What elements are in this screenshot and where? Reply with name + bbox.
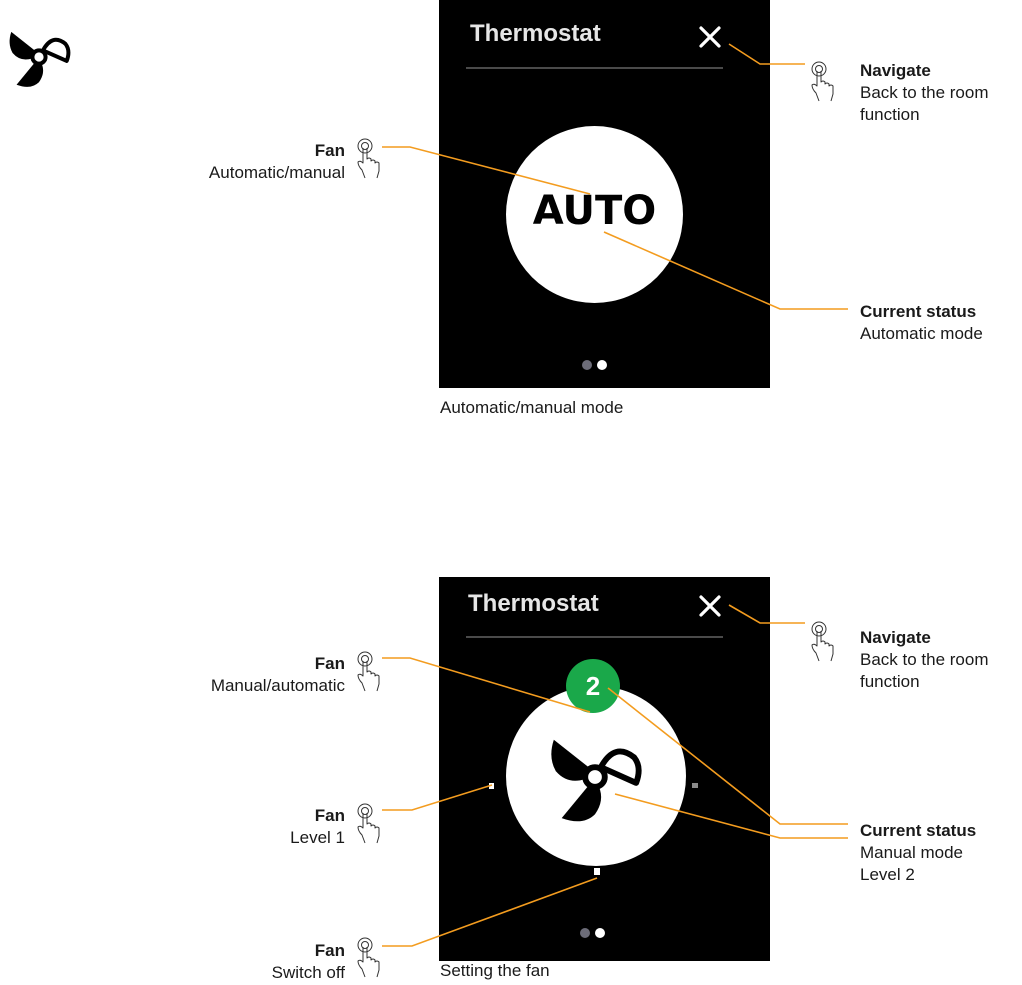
figure-caption: Setting the fan <box>440 961 550 980</box>
callout-fan-level: Fan Level 1 <box>290 806 345 847</box>
screen-title: Thermostat <box>468 590 599 617</box>
tap-hand-icon <box>357 651 380 692</box>
title-divider <box>466 636 723 638</box>
fan-mode-button[interactable] <box>506 686 686 866</box>
fan-icon <box>9 31 71 87</box>
tap-hand-icon <box>811 61 834 102</box>
fan-level-badge: 2 <box>566 659 620 713</box>
off-marker[interactable] <box>594 868 600 875</box>
thermostat-screen-auto: Thermostat AUTO <box>439 0 770 388</box>
close-icon[interactable] <box>698 594 722 618</box>
title-divider <box>466 67 723 69</box>
callout-fan-mode: Fan Manual/automatic <box>210 654 345 695</box>
tap-hand-icon <box>357 937 380 978</box>
page-dot-2[interactable] <box>595 928 605 938</box>
callout-navigate: Navigate Back to the room function <box>860 628 989 691</box>
screen-title: Thermostat <box>470 20 601 47</box>
page-dot-1[interactable] <box>580 928 590 938</box>
page-dot-1[interactable] <box>582 360 592 370</box>
mode-label: AUTO <box>532 188 657 234</box>
level-3-marker[interactable] <box>692 783 698 788</box>
callout-current-status: Current status Automatic mode <box>860 302 983 343</box>
thermostat-screen-fan: Thermostat 2 <box>439 577 770 961</box>
tap-hand-icon <box>811 621 834 662</box>
level-1-marker[interactable] <box>489 783 494 789</box>
tap-hand-icon <box>357 138 380 179</box>
callout-current-status: Current status Manual mode Level 2 <box>860 821 977 884</box>
mode-toggle-button[interactable]: AUTO <box>506 126 683 303</box>
page-dot-2[interactable] <box>597 360 607 370</box>
figure-caption: Automatic/manual mode <box>440 398 624 417</box>
fan-icon <box>551 739 642 822</box>
callout-fan-off: Fan Switch off <box>271 941 345 982</box>
close-icon[interactable] <box>698 25 722 49</box>
tap-hand-icon <box>357 803 380 844</box>
callout-navigate: Navigate Back to the room function <box>860 61 989 124</box>
callout-fan-mode: Fan Automatic/manual <box>208 141 345 182</box>
